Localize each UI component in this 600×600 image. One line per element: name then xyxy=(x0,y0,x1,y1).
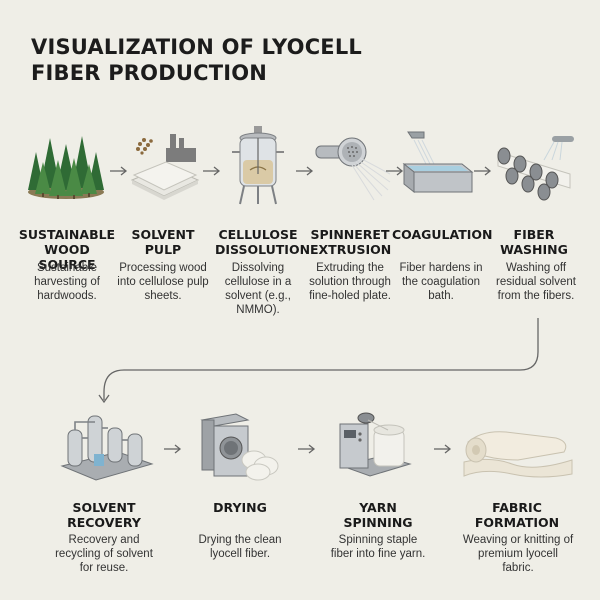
step-label-solvent-pulp: SOLVENT PULP xyxy=(131,227,195,257)
recovery-plant-icon xyxy=(58,408,154,484)
step-desc-yarn-spinning: Spinning staple fiber into fine yarn. xyxy=(330,534,426,560)
step-desc-solvent-recovery: Recovery and recycling of solvent for re… xyxy=(55,534,153,574)
step-desc-solvent-pulp: Processing wood into cellulose pulp shee… xyxy=(117,262,209,302)
washing-rollers-icon xyxy=(494,130,578,206)
step-desc-coagulation: Fiber hardens in the coagulation bath. xyxy=(399,262,483,302)
pulp-sheets-icon xyxy=(126,128,202,204)
step-label-wood-source: SUSTAINABLE WOOD SOURCE xyxy=(18,227,116,272)
step-label-coagulation: COAGULATION xyxy=(392,227,493,242)
coagulation-bath-icon xyxy=(400,128,476,204)
step-label-solvent-recovery: SOLVENT RECOVERY xyxy=(67,500,141,530)
arrow-right-icon xyxy=(203,166,223,176)
step-label-cellulose-dissolution: CELLULOSE DISSOLUTION xyxy=(215,227,311,257)
arrow-right-icon xyxy=(164,444,184,454)
step-desc-fabric-formation: Weaving or knitting of premium lyocell f… xyxy=(462,534,574,574)
step-desc-spinneret-extrusion: Extruding the solution through fine-hole… xyxy=(309,262,391,302)
arrow-right-icon xyxy=(434,444,454,454)
step-label-fabric-formation: FABRIC FORMATION xyxy=(474,500,560,530)
step-desc-cellulose-dissolution: Dissolving cellulose in a solvent (e.g.,… xyxy=(224,262,292,316)
arrow-right-icon xyxy=(110,166,130,176)
arrow-right-icon xyxy=(296,166,316,176)
step-desc-wood-source: Sustainable harvesting of hardwoods. xyxy=(34,262,100,302)
step-desc-fiber-washing: Washing off residual solvent from the fi… xyxy=(496,262,576,302)
step-label-fiber-washing: FIBER WASHING xyxy=(500,227,568,257)
step-desc-drying: Drying the clean lyocell fiber. xyxy=(198,534,282,560)
step-label-spinneret-extrusion: SPINNERET EXTRUSION xyxy=(310,227,392,257)
fabric-icon xyxy=(460,416,576,482)
arrow-right-icon xyxy=(298,444,318,454)
spinning-machine-icon xyxy=(332,406,418,484)
arrow-right-icon xyxy=(386,166,406,176)
dryer-icon xyxy=(196,408,282,484)
step-label-yarn-spinning: YARN SPINNING xyxy=(343,500,413,530)
arrow-right-icon xyxy=(474,166,494,176)
reactor-vessel-icon xyxy=(228,124,288,208)
page-title: VISUALIZATION OF LYOCELL FIBER PRODUCTIO… xyxy=(31,35,363,85)
spinneret-icon xyxy=(314,132,391,202)
step-label-drying: DRYING xyxy=(213,500,267,515)
forest-icon xyxy=(26,130,106,200)
